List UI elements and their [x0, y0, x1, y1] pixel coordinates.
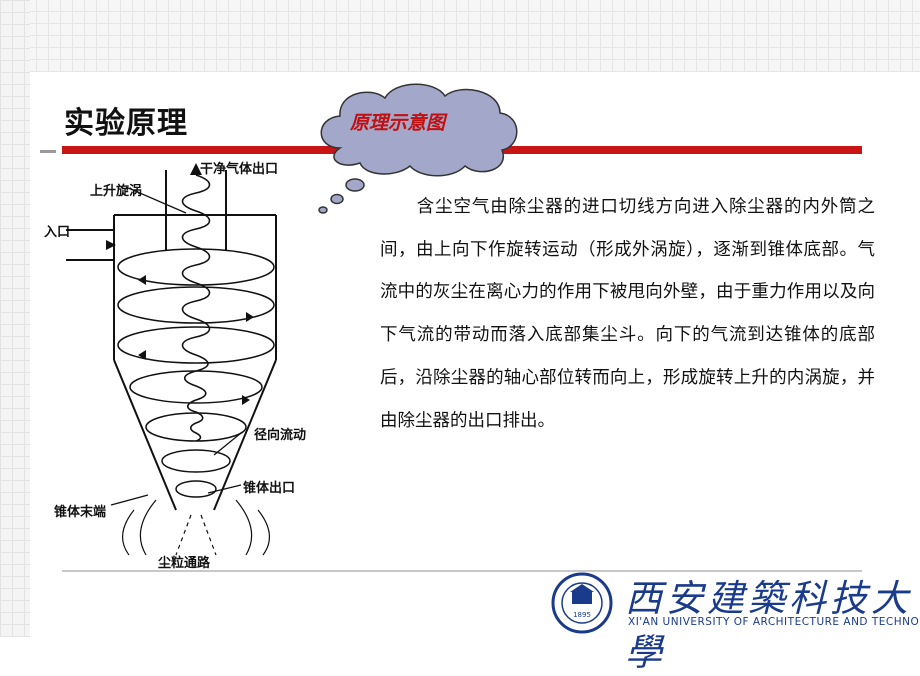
title-rule-accent [40, 150, 56, 153]
university-seal-icon: 1895 [551, 572, 613, 634]
footer-rule [62, 570, 862, 572]
top-pattern-band [0, 0, 920, 72]
slide-title: 实验原理 [64, 106, 188, 141]
left-pattern-band [0, 0, 30, 637]
label-radial-flow: 径向流动 [254, 428, 307, 443]
label-cone-outlet: 锥体出口 [243, 481, 296, 496]
label-clean-gas-outlet: 干净气体出口 [200, 162, 279, 177]
label-cone-end: 锥体末端 [54, 505, 107, 520]
svg-text:1895: 1895 [573, 611, 591, 619]
label-inlet: 入口 [44, 225, 71, 240]
label-rising-vortex: 上升旋涡 [90, 184, 143, 199]
principle-description: 含尘空气由除尘器的进口切线方向进入除尘器的内外筒之间，由上向下作旋转运动（形成外… [380, 197, 875, 431]
label-dust-path: 尘粒通路 [158, 556, 211, 571]
cyclone-diagram [66, 163, 277, 556]
thought-bubble [318, 83, 518, 214]
university-name-en: XI'AN UNIVERSITY OF ARCHITECTURE AND TEC… [628, 616, 920, 628]
bubble-label: 原理示意图 [350, 112, 446, 134]
